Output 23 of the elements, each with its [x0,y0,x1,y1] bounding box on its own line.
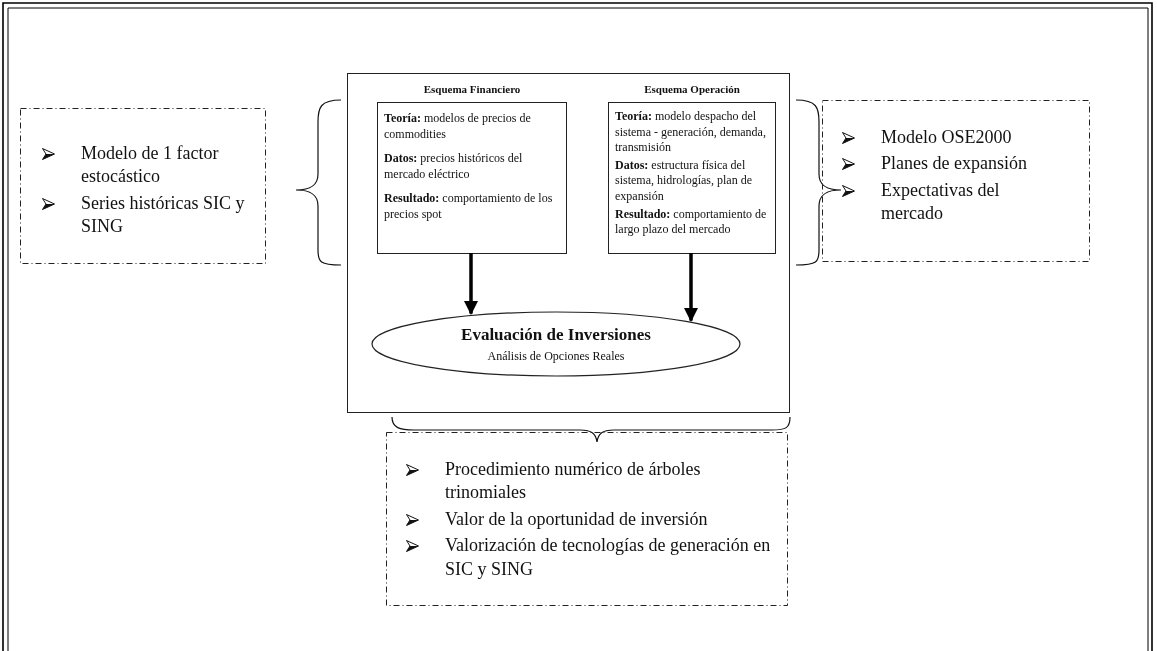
bullet-text: Valor de la oportunidad de inversión [445,507,708,531]
container-box [347,73,790,413]
box-heading: Esquema Operación [643,83,741,95]
ellipse-subtitle: Análisis de Opciones Reales [487,349,625,364]
bullet-text: Expectativas del mercado [881,178,1001,226]
description-text: Datos: precios históricos del mercado eléctrico [384,151,524,183]
ellipse-title: Evaluación de Inversiones [461,325,651,345]
bullet-text: Series históricas SIC y SING [81,191,246,239]
arrow [464,253,478,315]
description-text: Teoría: modelos de precios de commodities [384,111,532,143]
arrow [684,253,698,323]
bullet-text: Planes de expansión [881,152,1027,176]
bullet-text: Modelo OSE2000 [881,126,1012,149]
result-ellipse [371,311,741,377]
note-box [20,108,266,264]
bullet-text: Procedimiento numérico de árboles trinomiales [445,458,702,505]
description-text: Resultado: comportamiento de largo plazo del mercado [615,206,768,238]
note-box [386,432,788,606]
description-text: Resultado: comportamiento de los precios spot [384,191,554,223]
bullet-text: Modelo de 1 factor estocástico [81,142,220,189]
note-box [822,100,1090,262]
box-heading: Esquema Financiero [422,83,522,95]
bullet-text: Valorización de tecnologías de generación en SIC y SING [445,534,772,581]
